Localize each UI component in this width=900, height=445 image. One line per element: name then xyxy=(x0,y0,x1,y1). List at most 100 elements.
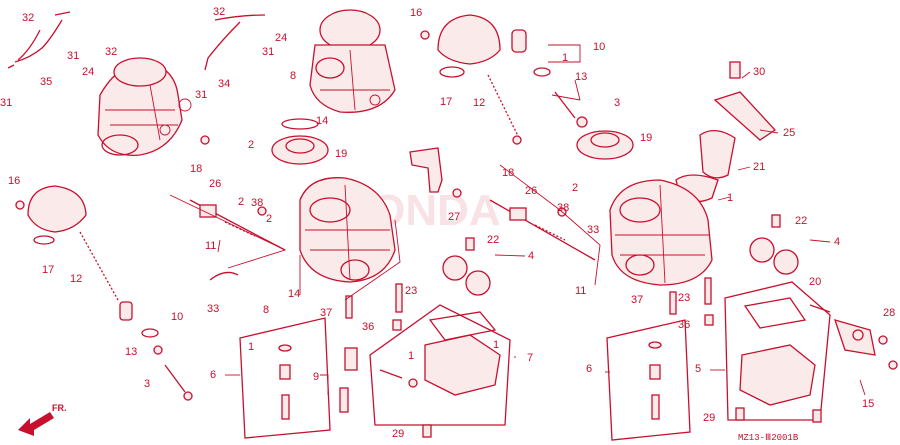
float-bowl-5 xyxy=(724,281,831,421)
needle-11-right xyxy=(489,199,596,261)
callout-29-a: 29 xyxy=(392,428,405,440)
callout-38-a: 38 xyxy=(251,197,264,209)
part-15 xyxy=(809,304,876,356)
callout-7: 7 xyxy=(527,352,534,364)
callout-6-b: 6 xyxy=(586,363,593,375)
callout-32-c: 32 xyxy=(213,6,226,18)
callout-35: 35 xyxy=(40,76,53,88)
callout-13-a: 13 xyxy=(575,71,588,83)
callout-12-a: 12 xyxy=(473,97,486,109)
callout-21: 21 xyxy=(753,161,766,173)
hose-33-left xyxy=(209,271,239,281)
callout-3-a: 3 xyxy=(614,97,621,109)
callout-19-a: 19 xyxy=(335,148,348,160)
callout-14-b: 14 xyxy=(288,288,301,300)
callout-1-a: 1 xyxy=(562,52,569,64)
jet-left xyxy=(199,204,217,218)
callout-20: 20 xyxy=(809,276,822,288)
callout-2-d: 2 xyxy=(572,182,579,194)
callout-24-a: 24 xyxy=(82,66,95,78)
callout-11-a: 11 xyxy=(205,240,217,252)
leader-lines xyxy=(169,44,866,396)
float-4-middle xyxy=(442,237,491,296)
callout-10-a: 10 xyxy=(593,41,606,53)
callout-25: 25 xyxy=(783,127,796,139)
front-direction-arrow xyxy=(18,412,54,436)
callout-23-b: 23 xyxy=(678,292,691,304)
callout-1-c: 1 xyxy=(248,341,255,353)
callout-36-b: 36 xyxy=(678,319,691,331)
callout-2-a: 2 xyxy=(248,139,255,151)
callout-31-c: 31 xyxy=(262,46,275,58)
callout-19-b: 19 xyxy=(640,132,653,144)
callout-1-e: 1 xyxy=(408,350,415,362)
hose-35 xyxy=(7,11,71,69)
callout-6-a: 6 xyxy=(210,369,217,381)
callout-29-b: 29 xyxy=(703,412,716,424)
diaphragm-19-left xyxy=(271,118,329,165)
callout-3-b: 3 xyxy=(144,378,151,390)
callout-13-b: 13 xyxy=(125,346,138,358)
callout-37-b: 37 xyxy=(631,294,644,306)
callout-2-b: 2 xyxy=(238,196,245,208)
callout-1-d: 1 xyxy=(493,339,500,351)
jet-right xyxy=(509,207,527,221)
callout-30: 30 xyxy=(753,66,766,78)
carburetor-upper-left xyxy=(97,57,192,156)
callout-32-a: 32 xyxy=(22,12,35,24)
callout-26-a: 26 xyxy=(209,178,222,190)
callout-31-d: 31 xyxy=(195,89,208,101)
callout-28: 28 xyxy=(883,307,896,319)
cap-group-upper-right xyxy=(437,14,588,141)
callout-23-a: 23 xyxy=(405,285,418,297)
carburetor-right xyxy=(609,179,713,286)
callout-5: 5 xyxy=(695,363,702,375)
front-direction-label: FR. xyxy=(52,403,67,413)
callout-15: 15 xyxy=(862,398,875,410)
carburetor-center xyxy=(299,147,443,283)
callout-12-b: 12 xyxy=(70,273,83,285)
callout-18-b: 18 xyxy=(502,167,515,179)
callout-16-a: 16 xyxy=(410,7,423,19)
callout-37-a: 37 xyxy=(320,307,333,319)
callout-33-b: 33 xyxy=(587,224,600,236)
callout-22-a: 22 xyxy=(487,234,500,246)
parts-21-25 xyxy=(675,61,776,203)
callout-31-a: 31 xyxy=(67,50,80,62)
callout-18-a: 18 xyxy=(190,163,203,175)
callout-14-a: 14 xyxy=(316,115,329,127)
diaphragm-19-right xyxy=(576,130,634,160)
cap-spring-left xyxy=(27,185,193,401)
callout-2-c: 2 xyxy=(266,213,273,225)
callout-10-b: 10 xyxy=(171,311,184,323)
callout-36-a: 36 xyxy=(362,321,375,333)
callout-8-a: 8 xyxy=(290,70,297,82)
carburetor-upper-middle xyxy=(309,9,396,113)
callout-8-b: 8 xyxy=(263,304,270,316)
callout-31-b: 31 xyxy=(0,97,13,109)
callout-27: 27 xyxy=(448,211,461,223)
jet-9 xyxy=(339,347,358,413)
callout-26-b: 26 xyxy=(525,185,538,197)
diagram-code: MZ13-Ⅲ2001B xyxy=(738,433,799,443)
hose-35b xyxy=(17,29,41,61)
callout-38-b: 38 xyxy=(557,202,570,214)
callout-16-b: 16 xyxy=(8,175,21,187)
callout-17-b: 17 xyxy=(42,264,55,276)
callout-17-a: 17 xyxy=(440,96,453,108)
callout-4-a: 4 xyxy=(528,250,535,262)
callout-34: 34 xyxy=(218,78,231,90)
callout-9: 9 xyxy=(313,371,320,383)
jet-stack-6-left xyxy=(239,317,331,439)
callout-24-b: 24 xyxy=(275,32,288,44)
float-bowl-7 xyxy=(369,304,511,426)
callout-11-b: 11 xyxy=(575,285,587,297)
callout-22-b: 22 xyxy=(795,215,808,227)
float-4-right xyxy=(749,214,799,275)
callout-4-b: 4 xyxy=(834,236,841,248)
callout-33-a: 33 xyxy=(207,303,220,315)
callout-32-b: 32 xyxy=(105,46,118,58)
callout-1-b: 1 xyxy=(727,192,734,204)
